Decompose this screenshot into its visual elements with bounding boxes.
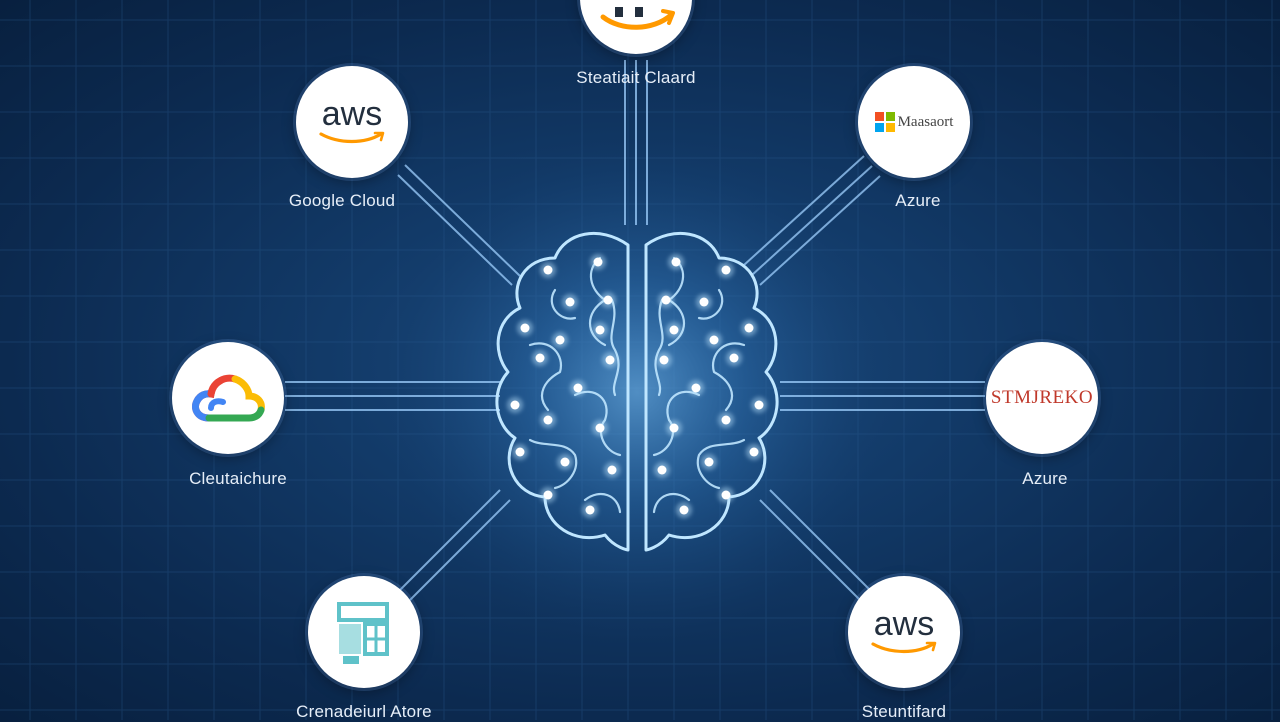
brain-node: [543, 415, 553, 425]
brain-node: [729, 353, 739, 363]
brain-node: [721, 265, 731, 275]
node-bottom-right-label: Steuntifard: [861, 702, 947, 721]
brain-node: [593, 257, 603, 267]
brain-node: [520, 323, 530, 333]
brain-node: [679, 505, 689, 515]
node-top-left[interactable]: aws: [296, 66, 408, 178]
connector-bottom-right: [759, 489, 871, 601]
brain-node: [669, 423, 679, 433]
node-mid-right-label: Azure: [1022, 469, 1068, 488]
brain-node: [543, 490, 553, 500]
brain-node: [605, 355, 615, 365]
brain-circuit-icon: [495, 231, 779, 552]
connector-bottom-left: [399, 489, 511, 601]
brain-node: [669, 325, 679, 335]
google-cloud-logo: [192, 374, 265, 422]
brain-node: [661, 295, 671, 305]
brain-node: [709, 335, 719, 345]
aws-logo-text-2: aws: [873, 605, 935, 643]
microsoft-logo-text: Maasaort: [897, 113, 954, 130]
node-top-right[interactable]: Maasaort: [858, 66, 970, 178]
connector-mid-left: [285, 381, 500, 411]
brain-node: [699, 297, 709, 307]
brain-node: [585, 505, 595, 515]
brain-left-hemisphere: [495, 231, 630, 552]
node-bottom-left[interactable]: [308, 576, 420, 688]
aws-smile-icon-2: [871, 641, 937, 654]
brain-node: [659, 355, 669, 365]
node-top-right-label: Azure: [895, 191, 941, 210]
brain-nodes: [507, 254, 767, 518]
aws-logo-text: aws: [321, 95, 383, 133]
brain-node: [657, 465, 667, 475]
box-stack-logo: [337, 602, 389, 664]
brain-node: [510, 400, 520, 410]
node-mid-right[interactable]: STMJREKO: [986, 342, 1098, 454]
brain-node: [543, 265, 553, 275]
brain-node: [515, 447, 525, 457]
brain-node: [603, 295, 613, 305]
microsoft-logo: [874, 112, 895, 132]
stamp-logo-text: STMJREKO: [990, 387, 1094, 408]
brain-node: [721, 490, 731, 500]
brain-node: [691, 383, 701, 393]
node-top-label: Steatiait Claard: [576, 68, 696, 87]
brain-node: [555, 335, 565, 345]
brain-node: [704, 457, 714, 467]
node-mid-left[interactable]: [172, 342, 284, 454]
brain-node: [749, 447, 759, 457]
brain-node: [595, 423, 605, 433]
brain-node: [607, 465, 617, 475]
node-top-left-label: Google Cloud: [288, 191, 396, 210]
node-mid-left-label: Cleutaichure: [189, 469, 287, 488]
brain-node: [721, 415, 731, 425]
connectors: [285, 60, 985, 601]
brain-node: [573, 383, 583, 393]
brain-node: [595, 325, 605, 335]
brain-node: [560, 457, 570, 467]
brain-node: [671, 257, 681, 267]
brain-node: [535, 353, 545, 363]
connector-top-left: [397, 164, 521, 286]
aws-smile-icon: [319, 131, 385, 144]
brain-node: [744, 323, 754, 333]
connector-top: [624, 60, 648, 225]
brain-node: [565, 297, 575, 307]
brain-node: [754, 400, 764, 410]
amazon-smile-logo: [600, 7, 675, 30]
connector-mid-right: [780, 381, 985, 411]
node-bottom-right[interactable]: aws: [848, 576, 960, 688]
node-bottom-left-label: Crenadeiurl Atore: [296, 702, 432, 721]
connector-top-right: [743, 155, 881, 286]
brain-right-hemisphere: [644, 231, 779, 552]
